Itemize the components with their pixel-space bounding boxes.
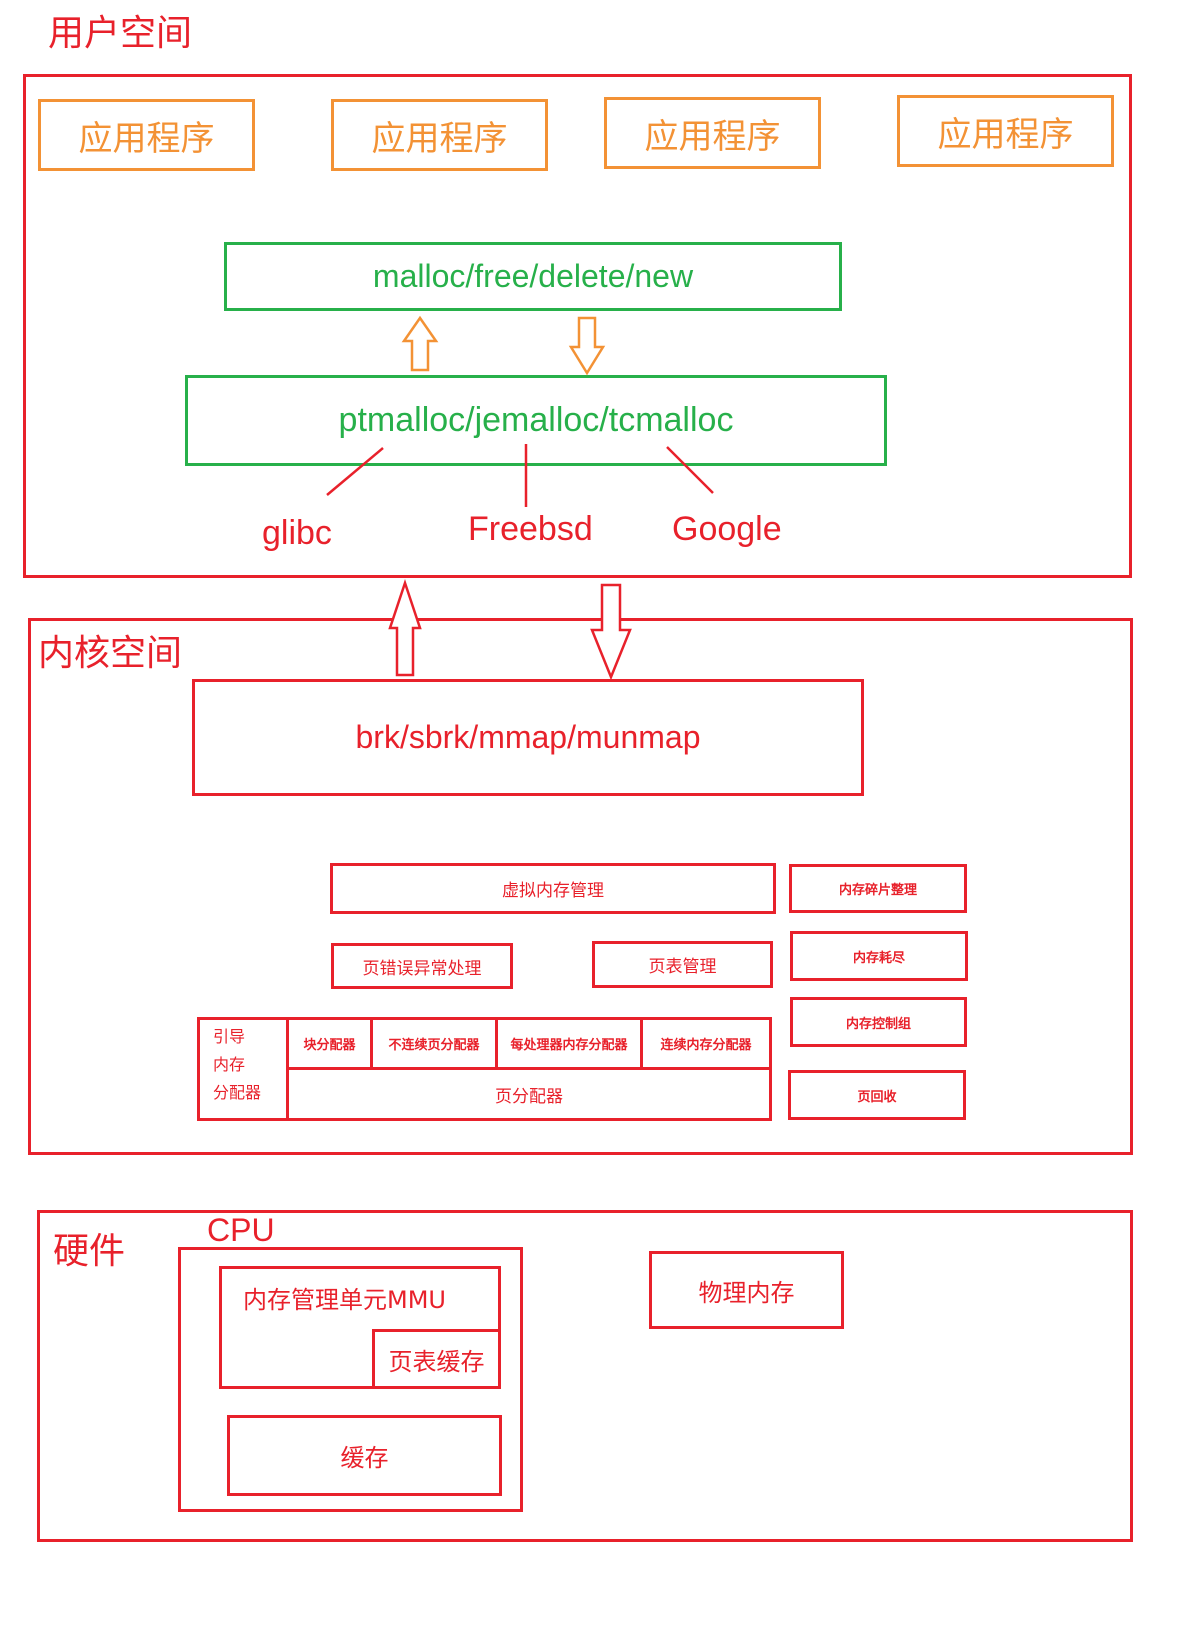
- arrow-up-orange: [401, 315, 439, 372]
- user-space-title: 用户空间: [48, 13, 193, 54]
- app-label: 应用程序: [937, 114, 1074, 155]
- vmm-label: 虚拟内存管理: [502, 881, 604, 901]
- syscall-label: brk/sbrk/mmap/munmap: [355, 719, 701, 755]
- app-box-2: 应用程序: [331, 99, 548, 171]
- allocator-composite-box: 引导 内存 分配器 块分配器 不连续页分配器 每处理器内存分配器 连续内存分配器…: [197, 1017, 772, 1121]
- libc-api-box: malloc/free/delete/new: [224, 242, 842, 311]
- allocator-lib-label: ptmalloc/jemalloc/tcmalloc: [338, 401, 734, 439]
- cpu-title: CPU: [207, 1212, 275, 1248]
- physical-memory-box: 物理内存: [649, 1251, 844, 1329]
- app-label: 应用程序: [371, 118, 508, 159]
- page-reclaim-box: 页回收: [788, 1070, 966, 1120]
- source-freebsd: Freebsd: [468, 510, 593, 548]
- hardware-title: 硬件: [53, 1231, 126, 1272]
- page-fault-label: 页错误异常处理: [362, 958, 482, 979]
- oom-label: 内存耗尽: [852, 950, 905, 966]
- app-label: 应用程序: [644, 116, 781, 157]
- mmu-label: 内存管理单元MMU: [243, 1286, 446, 1314]
- kernel-space-title: 内核空间: [38, 633, 183, 674]
- syscall-box: brk/sbrk/mmap/munmap: [192, 679, 864, 796]
- connector-google: [666, 446, 714, 494]
- cache-label: 缓存: [340, 1444, 389, 1472]
- app-box-3: 应用程序: [604, 97, 821, 169]
- libc-api-label: malloc/free/delete/new: [372, 258, 694, 294]
- memory-compaction-box: 内存碎片整理: [789, 864, 967, 913]
- arrow-down-red: [590, 583, 632, 681]
- physical-memory-label: 物理内存: [698, 1278, 795, 1307]
- memcg-label: 内存控制组: [845, 1016, 911, 1032]
- app-box-4: 应用程序: [897, 95, 1114, 167]
- boot-allocator: 引导 内存 分配器: [200, 1020, 289, 1118]
- mmu-box: [219, 1266, 501, 1389]
- tlb-box: 页表缓存: [372, 1329, 501, 1389]
- tlb-label: 页表缓存: [388, 1347, 485, 1376]
- cpu-box: [178, 1247, 523, 1512]
- allocator-row: 块分配器 不连续页分配器 每处理器内存分配器 连续内存分配器: [289, 1020, 769, 1070]
- user-space-box: [23, 74, 1132, 578]
- cache-box: 缓存: [227, 1415, 502, 1496]
- boot-allocator-line: 引导: [213, 1027, 246, 1046]
- boot-allocator-line: 分配器: [213, 1083, 262, 1102]
- cma-allocator: 连续内存分配器: [660, 1038, 752, 1053]
- vmm-box: 虚拟内存管理: [330, 863, 776, 914]
- allocator-lib-box: ptmalloc/jemalloc/tcmalloc: [185, 375, 887, 466]
- memcg-box: 内存控制组: [790, 997, 967, 1047]
- kernel-space-box: [28, 618, 1133, 1155]
- page-table-mgmt-box: 页表管理: [592, 941, 773, 988]
- page-fault-box: 页错误异常处理: [331, 943, 513, 989]
- page-table-mgmt-label: 页表管理: [648, 957, 717, 977]
- app-label: 应用程序: [78, 118, 215, 159]
- boot-allocator-line: 内存: [213, 1055, 246, 1074]
- page-allocator: 页分配器: [289, 1070, 769, 1118]
- source-glibc: glibc: [262, 514, 332, 552]
- page-reclaim-label: 页回收: [857, 1089, 897, 1105]
- memory-compaction-label: 内存碎片整理: [838, 883, 917, 898]
- hardware-box: [37, 1210, 1133, 1542]
- vmalloc-allocator: 不连续页分配器: [373, 1020, 498, 1067]
- page-allocator-label: 页分配器: [495, 1086, 563, 1107]
- app-box-1: 应用程序: [38, 99, 255, 171]
- arrow-down-orange: [568, 316, 606, 376]
- connector-glibc: [326, 447, 384, 496]
- percpu-allocator: 每处理器内存分配器: [498, 1020, 643, 1067]
- slab-allocator: 块分配器: [289, 1020, 373, 1067]
- source-google: Google: [672, 510, 782, 548]
- oom-box: 内存耗尽: [790, 931, 968, 981]
- arrow-up-red: [388, 579, 422, 677]
